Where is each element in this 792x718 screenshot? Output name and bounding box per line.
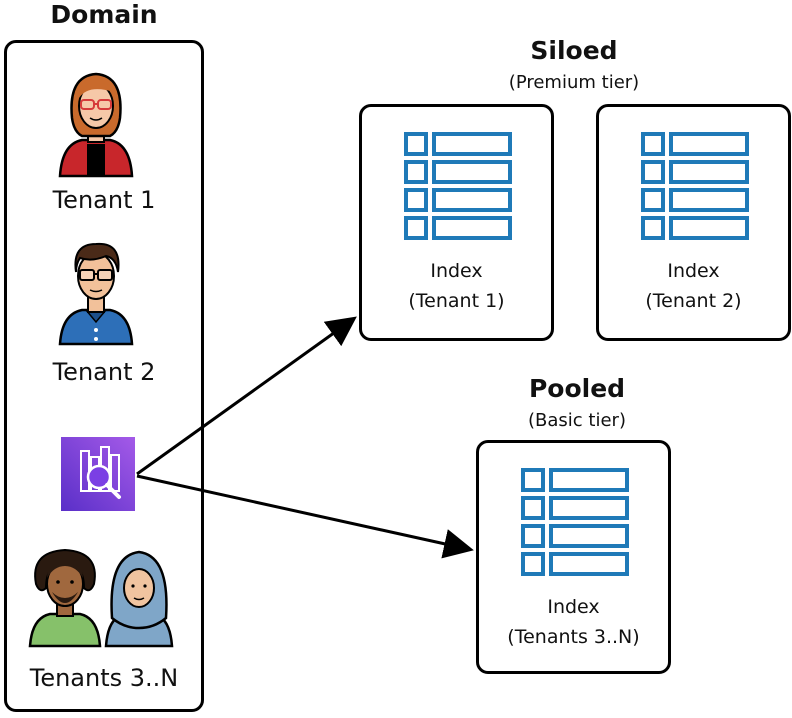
index-tenant-label: (Tenant 1) [408,290,505,312]
tenant-2-label: Tenant 2 [52,358,156,386]
pooled-subtitle: (Basic tier) [528,410,626,431]
siloed-title: Siloed [530,36,618,65]
hijab-woman-avatar-icon [104,550,174,648]
domain-title: Domain [50,0,158,29]
siloed-subtitle: (Premium tier) [508,72,640,93]
index-box-tenant-2: Index (Tenant 2) [596,104,791,341]
index-tenant-label: (Tenants 3..N) [507,626,640,648]
pooled-title: Pooled [528,374,626,403]
bearded-man-avatar-icon [28,548,102,648]
table-icon [641,132,749,240]
woman-avatar-icon [58,72,134,178]
tenant-1-label: Tenant 1 [52,186,156,214]
table-icon [404,132,512,240]
index-label: Index [430,260,483,282]
index-label: Index [667,260,720,282]
index-tenant-label: (Tenant 2) [645,290,742,312]
index-box-tenant-1: Index (Tenant 1) [359,104,554,341]
search-service-icon [61,437,135,511]
man-avatar-icon [58,242,134,346]
index-label: Index [547,596,600,618]
index-box-pooled: Index (Tenants 3..N) [476,440,671,674]
table-icon [521,468,629,576]
tenants-3-n-label: Tenants 3..N [29,664,179,692]
